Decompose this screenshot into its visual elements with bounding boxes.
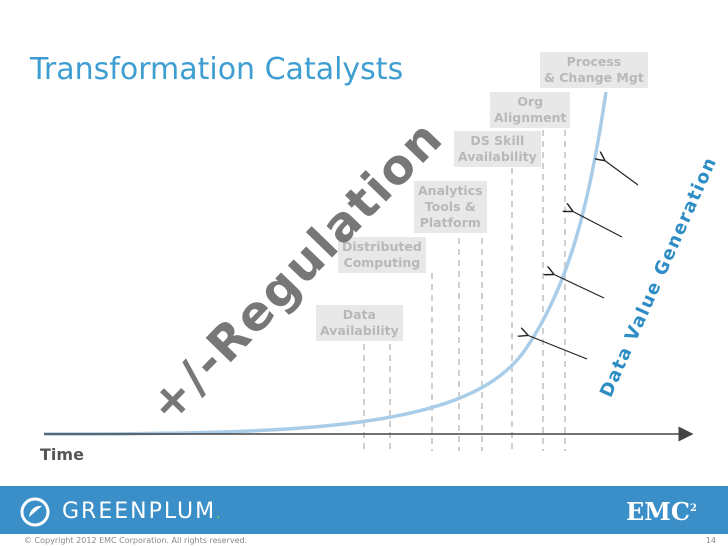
time-axis-label: Time <box>40 445 84 464</box>
catalyst-guides <box>363 130 566 451</box>
catalyst-process-change: Process & Change Mgt <box>540 52 648 88</box>
catalyst-label: Alignment <box>494 110 567 125</box>
catalyst-org-alignment: Org Alignment <box>490 92 571 128</box>
catalyst-label: Analytics <box>418 183 483 198</box>
value-arrows <box>527 160 639 360</box>
copyright-notice: © Copyright 2012 EMC Corporation. All ri… <box>24 536 248 545</box>
catalyst-label: Process <box>566 54 622 69</box>
greenplum-wordmark: GREENPLUM. <box>62 499 221 524</box>
greenplum-logo-icon <box>20 497 50 527</box>
greenplum-dot: . <box>216 506 221 522</box>
catalyst-label: Availability <box>458 149 537 164</box>
catalyst-data-availability: Data Availability <box>316 305 403 341</box>
catalyst-label: DS Skill <box>470 133 525 148</box>
catalyst-label: Availability <box>320 323 399 338</box>
value-arrow <box>527 335 588 360</box>
value-growth-curve <box>43 91 608 436</box>
catalyst-ds-skill: DS Skill Availability <box>454 131 541 167</box>
catalyst-label: Platform <box>419 215 481 230</box>
catalyst-distributed-computing: Distributed Computing <box>338 237 426 273</box>
value-arrow <box>553 274 605 299</box>
value-arrow <box>572 211 623 238</box>
greenplum-text: GREENPLUM <box>62 499 217 524</box>
catalyst-label: Tools & <box>424 199 476 214</box>
catalyst-label: Data <box>342 307 376 322</box>
catalyst-label: Org <box>517 94 544 109</box>
footer-bar <box>0 486 728 534</box>
page-number: 14 <box>705 536 716 545</box>
slide-title: Transformation Catalysts <box>30 52 404 87</box>
emc-text: EMC <box>626 497 690 526</box>
emc-logo: EMC2 <box>626 497 697 526</box>
catalyst-label: Computing <box>343 255 421 270</box>
value-arrow <box>604 160 639 186</box>
emc-superscript: 2 <box>689 503 697 514</box>
catalyst-analytics-tools: Analytics Tools & Platform <box>414 181 487 233</box>
catalyst-label: Distributed <box>342 239 422 254</box>
catalyst-label: & Change Mgt <box>544 70 644 85</box>
